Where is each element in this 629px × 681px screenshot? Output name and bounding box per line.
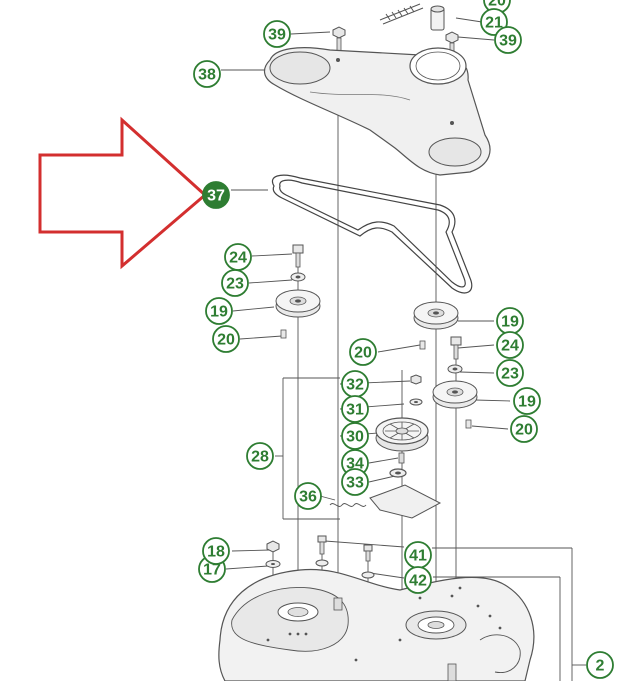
callout-33: 33: [346, 475, 364, 492]
callout-38: 38: [198, 67, 216, 84]
spacer-20-right: [465, 419, 472, 429]
callout-circle-28: [246, 442, 274, 470]
washer-23-left: [290, 272, 306, 282]
callout-circle-31: [341, 395, 369, 423]
callout-circle-30: [341, 422, 369, 450]
bolt-top-left: [332, 26, 346, 59]
callout-20-top: 20: [488, 0, 506, 10]
mower-deck-part: [218, 568, 535, 681]
tensioner-arm: [369, 484, 442, 519]
callout-24-right: 24: [501, 338, 519, 355]
callout-circle-33: [341, 468, 369, 496]
callout-28: 28: [251, 449, 269, 466]
callout-19-right: 19: [518, 394, 536, 411]
callout-circle-23-left: [221, 269, 249, 297]
callout-24-left: 24: [229, 250, 247, 267]
callout-circle-2: [586, 651, 614, 679]
washer-23-right: [447, 364, 463, 374]
callout-41: 41: [409, 548, 427, 565]
washer-17: [265, 560, 281, 568]
bolt-24-left: [292, 244, 304, 268]
bolt-24-right: [450, 336, 462, 360]
callout-circle-19-left: [205, 297, 233, 325]
callout-18: 18: [207, 544, 225, 561]
callout-circle-19-right: [513, 387, 541, 415]
callout-circle-38: [193, 60, 221, 88]
bolt-34: [398, 452, 405, 464]
bushing-part: [430, 5, 445, 31]
callout-39-left: 39: [268, 27, 286, 44]
callout-19-mid: 19: [501, 314, 519, 331]
callout-circle-37-highlighted: [202, 181, 230, 209]
callout-42: 42: [409, 573, 427, 590]
callout-20-left: 20: [217, 332, 235, 349]
drive-belt-part: [271, 174, 473, 294]
belt-cover-part: [264, 47, 491, 176]
callout-32: 32: [346, 377, 364, 394]
callout-30: 30: [346, 429, 364, 446]
idler-pulley-19-left: [275, 289, 321, 318]
callout-circle-23-right: [496, 359, 524, 387]
spacer-20-left: [280, 329, 287, 339]
callouts: 20 21 39 39 38 24 23 19 20 19 20 24 23 1…: [193, 0, 614, 679]
callout-circle-39-right: [494, 26, 522, 54]
idler-pulley-19-mid: [413, 301, 459, 330]
callout-circle-20-right: [510, 415, 538, 443]
nut-18: [266, 540, 280, 553]
spring-part: [379, 3, 424, 25]
callout-36: 36: [299, 489, 317, 506]
nut-32: [410, 374, 422, 385]
callout-19-left: 19: [210, 304, 228, 321]
callout-circle-20-mid: [349, 338, 377, 366]
callout-circle-42: [404, 566, 432, 594]
callout-17: 17: [203, 562, 221, 579]
callout-37-highlighted: 37: [207, 188, 225, 205]
callout-39-right: 39: [499, 33, 517, 50]
spring-36: [329, 503, 367, 507]
callout-20-mid: 20: [354, 345, 372, 362]
idler-pulley-19-right: [432, 380, 478, 409]
callout-2: 2: [596, 658, 605, 675]
bushing-33: [389, 468, 407, 478]
callout-20-right: 20: [515, 422, 533, 439]
callout-23-left: 23: [226, 276, 244, 293]
spacer-20-mid: [419, 340, 426, 350]
arrow-right-outline-icon: [38, 116, 208, 270]
tension-pulley-30: [375, 417, 429, 452]
callout-circle-24-right: [496, 331, 524, 359]
washer-31: [409, 398, 423, 406]
callout-circle-18: [202, 537, 230, 565]
callout-circle-39-left: [263, 20, 291, 48]
bolt-41: [317, 535, 373, 562]
callout-31: 31: [346, 402, 364, 419]
callout-34: 34: [346, 456, 364, 473]
callout-circle-36: [294, 482, 322, 510]
washer-42: [315, 559, 375, 579]
callout-21: 21: [485, 15, 503, 32]
callout-23-right: 23: [501, 366, 519, 383]
callout-circle-20-left: [212, 325, 240, 353]
